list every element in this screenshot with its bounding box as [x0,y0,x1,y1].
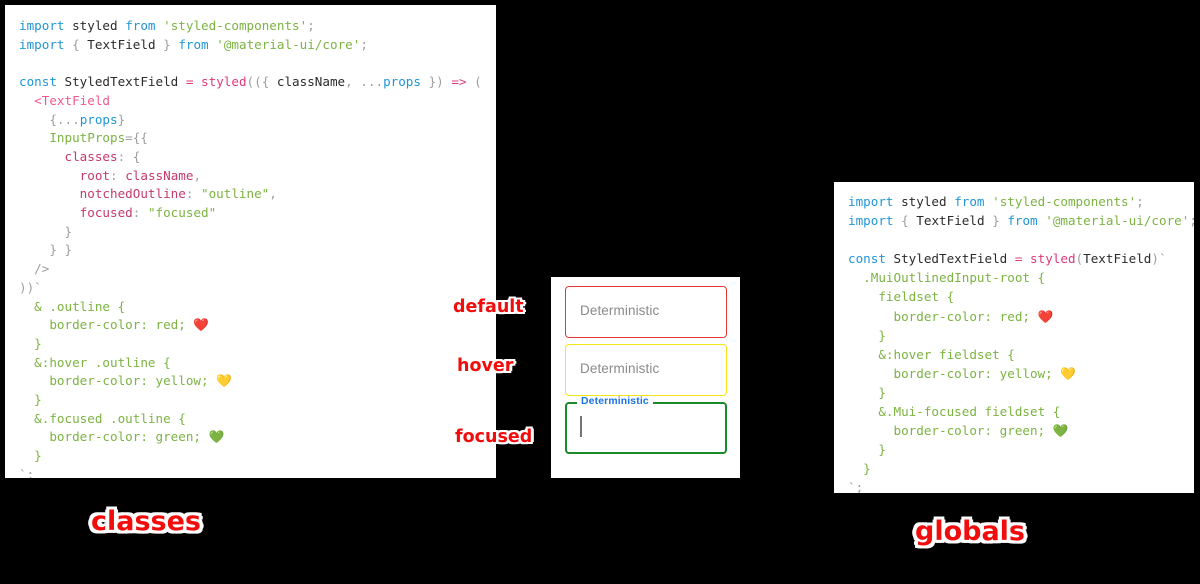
code-line: } [34,335,42,351]
code-line: `; [848,480,864,493]
code-line: fieldset { [878,289,955,305]
code-line: border-color: yellow; 💛 [49,373,232,389]
code-line: `; [19,466,35,478]
code-line: notchedOutline: "outline", [79,186,277,202]
code-line: {...props} [49,111,126,127]
code-block-globals: import styled from 'styled-components'; i… [834,182,1194,493]
caption-globals: globals [915,516,1026,547]
textfield-default-text: Deterministic [580,303,660,318]
code-line [848,230,1194,249]
caption-classes: classes [91,506,202,537]
textfield-hover-text: Deterministic [580,361,660,376]
textfield-focused-label: Deterministic [577,396,653,407]
code-line: root: className, [79,167,202,183]
code-line: /> [34,261,50,277]
code-line: } } [49,242,73,258]
code-line: } [863,461,871,477]
code-line: &:hover .outline { [34,354,171,370]
code-line: const StyledTextField = styled(TextField… [848,251,1167,267]
code-line: border-color: red; ❤️ [49,317,210,333]
code-line: import { TextField } from '@material-ui/… [848,213,1194,229]
code-panel-classes: import styled from 'styled-components'; i… [5,5,496,478]
code-line: InputProps={{ [49,130,148,146]
state-label-default: default [453,297,524,317]
code-line: ))` [19,279,42,295]
code-line: border-color: red; ❤️ [893,308,1054,324]
code-line: const StyledTextField = styled(({ classN… [19,74,482,90]
state-label-focused: focused [455,427,533,447]
text-caret [580,416,582,437]
code-line: .MuiOutlinedInput-root { [863,270,1046,286]
code-line: } [34,448,42,464]
code-line: } [878,442,886,458]
code-line: <TextField [34,92,110,108]
code-line: & .outline { [34,298,126,314]
code-line [19,54,496,73]
textfield-hover[interactable]: Deterministic [565,344,727,396]
code-line: border-color: green; 💚 [49,429,225,445]
code-line: &:hover fieldset { [878,346,1015,362]
code-line: import styled from 'styled-components'; [848,194,1144,209]
code-line: } [64,223,73,239]
textfield-default[interactable]: Deterministic [565,286,727,338]
code-panel-globals: import styled from 'styled-components'; i… [834,182,1194,493]
code-line: } [878,384,886,400]
code-line: import { TextField } from '@material-ui/… [19,36,368,52]
code-line: import styled from 'styled-components'; [19,18,315,33]
code-line: border-color: yellow; 💛 [893,365,1077,381]
textfield-demo-panel: Deterministic Deterministic Deterministi… [551,277,740,478]
code-line: focused: "focused" [79,205,217,221]
code-line: border-color: green; 💚 [893,423,1069,439]
code-line: } [34,392,42,408]
state-label-hover: hover [457,356,514,376]
textfield-focused[interactable]: Deterministic [565,396,727,454]
code-line: &.Mui-focused fieldset { [878,404,1061,420]
code-line: &.focused .outline { [34,410,186,426]
code-line: classes: { [64,148,141,164]
code-block-classes: import styled from 'styled-components'; i… [5,5,496,478]
code-line: } [878,327,886,343]
